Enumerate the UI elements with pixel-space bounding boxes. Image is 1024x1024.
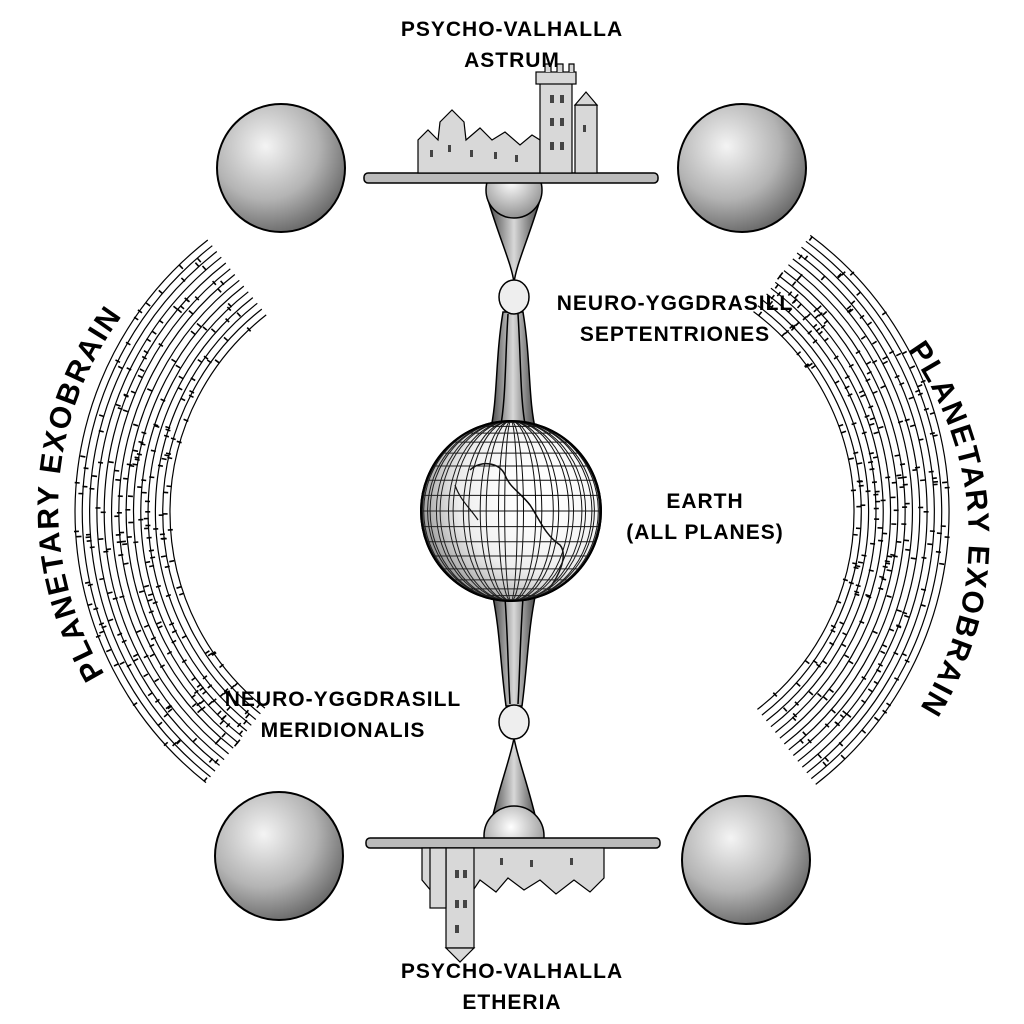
astrum-platform bbox=[363, 172, 659, 184]
label-line: PSYCHO-VALHALLA bbox=[400, 18, 624, 41]
label-psycho-valhalla-etheria: PSYCHO-VALHALLA ETHERIA bbox=[372, 956, 652, 1018]
label-line: (ALL PLANES) bbox=[626, 521, 784, 544]
label-line: MERIDIONALIS bbox=[260, 719, 426, 742]
etheria-platform bbox=[365, 837, 661, 849]
neuro-yggdrasill-meridionalis bbox=[489, 591, 539, 829]
label-psycho-valhalla-astrum: PSYCHO-VALHALLA ASTRUM bbox=[362, 14, 662, 76]
label-line: NEURO-YGGDRASILL bbox=[224, 688, 462, 711]
globe-icon bbox=[420, 420, 602, 602]
label-neuro-yggdrasill-septentriones: NEURO-YGGDRASILL SEPTENTRIONES bbox=[530, 288, 820, 350]
label-line: ETHERIA bbox=[462, 991, 562, 1014]
label-line: PSYCHO-VALHALLA bbox=[400, 960, 624, 983]
castle-icon bbox=[417, 63, 599, 174]
label-line: SEPTENTRIONES bbox=[579, 323, 771, 346]
label-line: ASTRUM bbox=[464, 49, 560, 72]
label-neuro-yggdrasill-meridionalis: NEURO-YGGDRASILL MERIDIONALIS bbox=[203, 684, 483, 746]
label-line: EARTH bbox=[666, 490, 744, 513]
exobrain-arc-right bbox=[753, 234, 950, 785]
inverted-castle-icon bbox=[421, 847, 605, 963]
orb-icon bbox=[216, 103, 346, 233]
label-earth: EARTH (ALL PLANES) bbox=[600, 486, 810, 548]
orb-icon bbox=[681, 795, 811, 925]
orb-icon bbox=[214, 791, 344, 921]
exobrain-arc-left bbox=[73, 239, 267, 784]
orb-icon bbox=[677, 103, 807, 233]
neuro-yggdrasill-septentriones bbox=[486, 199, 542, 433]
label-line: NEURO-YGGDRASILL bbox=[556, 292, 794, 315]
